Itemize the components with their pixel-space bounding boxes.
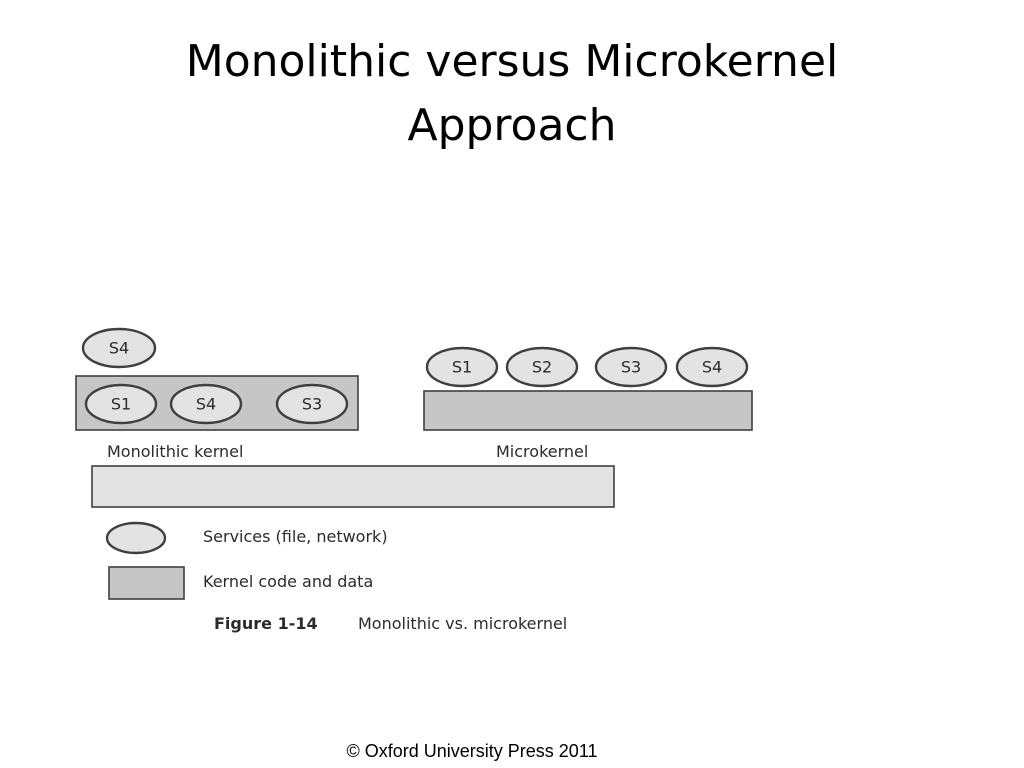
microkernel-label: Microkernel xyxy=(496,442,588,461)
monolithic-kernel-label: Monolithic kernel xyxy=(107,442,243,461)
service-oval-micro-4 xyxy=(675,346,749,388)
legend: Services (file, network) Kernel code and… xyxy=(105,521,388,600)
legend-services-label: Services (file, network) xyxy=(203,527,388,546)
figure-caption: Figure 1-14 Monolithic vs. microkernel xyxy=(214,614,567,633)
figure-number: Figure 1-14 xyxy=(214,614,318,633)
title-line-2: Approach xyxy=(407,100,617,151)
microkernel-group: S1 S2 S3 S4 Microkernel xyxy=(423,346,753,461)
shared-base-bar xyxy=(91,465,615,508)
service-label-monolithic-inside-1: S1 xyxy=(111,395,131,414)
copyright-footer: © Oxford University Press 2011 xyxy=(346,741,598,761)
service-oval-micro-3 xyxy=(594,346,668,388)
legend-service-swatch xyxy=(105,521,167,555)
legend-kernel-swatch xyxy=(108,566,185,600)
service-label-monolithic-outside: S4 xyxy=(109,339,129,358)
figure-caption-text: Monolithic vs. microkernel xyxy=(358,614,567,633)
service-oval-monolithic-inside-3 xyxy=(275,383,349,425)
service-label-micro-4: S4 xyxy=(702,358,722,377)
service-oval-monolithic-inside-2 xyxy=(169,383,243,425)
service-label-monolithic-inside-2: S4 xyxy=(196,395,216,414)
service-oval-monolithic-outside xyxy=(81,327,157,369)
title-line-1: Monolithic versus Microkernel xyxy=(185,36,839,87)
service-label-monolithic-inside-3: S3 xyxy=(302,395,322,414)
service-label-micro-3: S3 xyxy=(621,358,641,377)
microkernel-box xyxy=(423,390,753,431)
legend-kernel-label: Kernel code and data xyxy=(203,572,373,591)
monolithic-kernel-group: S4 S1 S4 S3 Monolithic kernel xyxy=(75,327,359,461)
service-oval-monolithic-inside-1 xyxy=(84,383,158,425)
slide-title: Monolithic versus Microkernel Approach xyxy=(0,30,1024,158)
service-label-micro-1: S1 xyxy=(452,358,472,377)
service-label-micro-2: S2 xyxy=(532,358,552,377)
service-oval-micro-1 xyxy=(425,346,499,388)
service-oval-micro-2 xyxy=(505,346,579,388)
